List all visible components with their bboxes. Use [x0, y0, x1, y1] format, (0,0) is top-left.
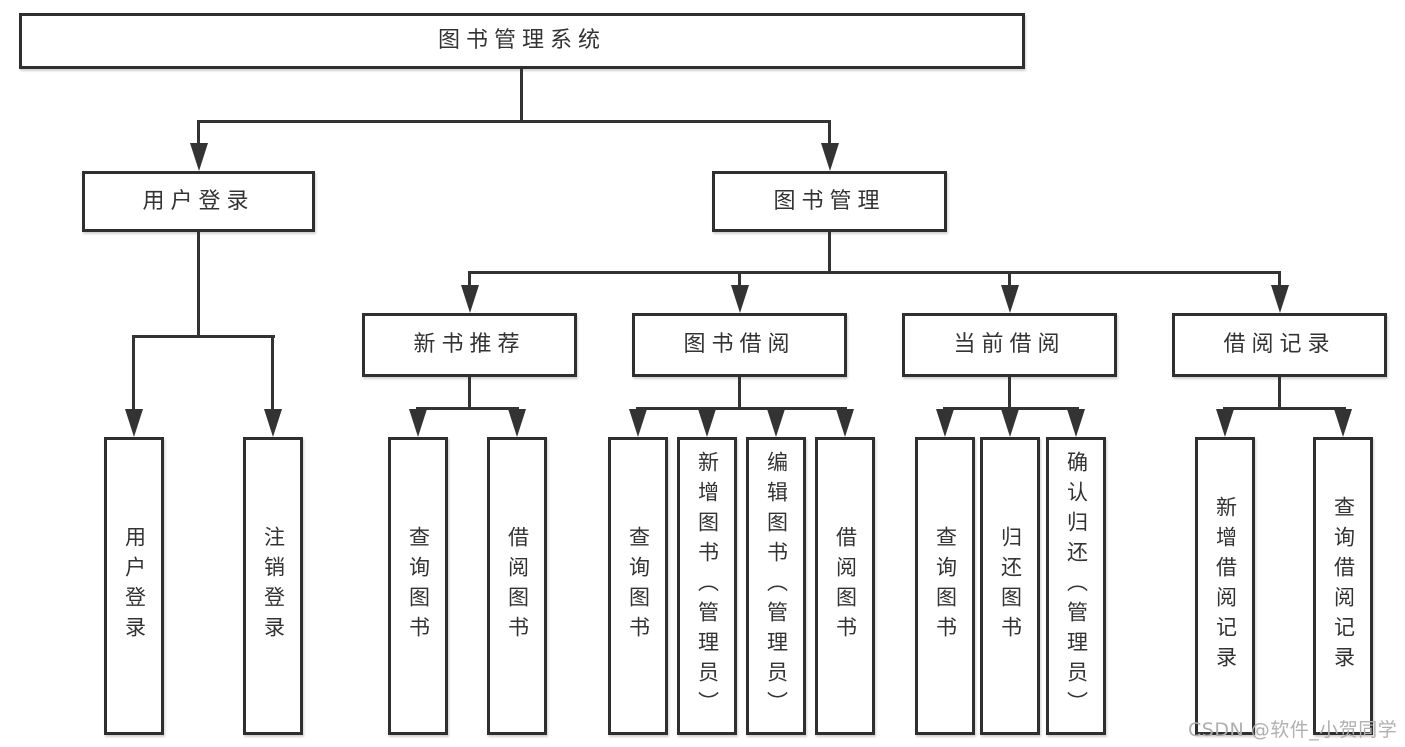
node-borrowing-borrow-books: 借阅图书 — [815, 437, 875, 735]
node-user-login-label: 用户登录 — [142, 188, 255, 214]
node-book-borrowing: 图书借阅 — [632, 313, 847, 377]
arrow-down-icon — [264, 409, 282, 437]
node-borrowing-records: 借阅记录 — [1172, 313, 1387, 377]
node-recommend-borrow-books: 借阅图书 — [487, 437, 547, 735]
arrow-down-icon — [629, 409, 647, 437]
leaf-label: 注销登录 — [261, 526, 286, 646]
arrow-down-icon — [1067, 409, 1085, 437]
node-records-add-record: 新增借阅记录 — [1195, 437, 1255, 735]
connector-line — [468, 377, 471, 407]
connector-line — [468, 271, 471, 287]
connector-line — [828, 120, 831, 145]
arrow-down-icon — [190, 143, 208, 171]
connector-line — [636, 407, 847, 410]
node-current-query-books: 查询图书 — [915, 437, 975, 735]
arrow-down-icon — [821, 143, 839, 171]
connector-line — [828, 232, 831, 271]
node-logout-action: 注销登录 — [243, 437, 303, 735]
node-borrowing-records-label: 借阅记录 — [1223, 332, 1336, 357]
connector-line — [197, 120, 831, 123]
leaf-label: 编辑图书（管理员） — [764, 451, 789, 721]
arrow-down-icon — [409, 409, 427, 437]
leaf-label: 查询图书 — [406, 526, 431, 646]
arrow-down-icon — [1334, 409, 1352, 437]
connector-line — [132, 335, 275, 338]
arrow-down-icon — [125, 409, 143, 437]
leaf-label: 确认归还（管理员） — [1064, 451, 1089, 721]
csdn-watermark: CSDN @软件_小贺同学 — [1188, 719, 1398, 741]
leaf-label: 查询图书 — [933, 526, 958, 646]
connector-line — [1008, 271, 1011, 287]
arrow-down-icon — [767, 409, 785, 437]
leaf-label: 新增借阅记录 — [1213, 496, 1238, 676]
arrow-down-icon — [731, 285, 749, 313]
leaf-label: 用户登录 — [122, 526, 147, 646]
arrow-down-icon — [1001, 285, 1019, 313]
arrow-down-icon — [936, 409, 954, 437]
connector-line — [132, 335, 135, 411]
connector-line — [416, 407, 519, 410]
node-borrowing-query-books: 查询图书 — [608, 437, 668, 735]
connector-line — [1278, 377, 1281, 407]
node-root-label: 图书管理系统 — [437, 28, 606, 53]
arrow-down-icon — [836, 409, 854, 437]
connector-line — [197, 120, 200, 145]
node-borrowing-add-books-admin: 新增图书（管理员） — [677, 437, 737, 735]
arrow-down-icon — [461, 285, 479, 313]
arrow-down-icon — [508, 409, 526, 437]
node-records-query-record: 查询借阅记录 — [1313, 437, 1373, 735]
leaf-label: 查询借阅记录 — [1331, 496, 1356, 676]
node-current-borrowing: 当前借阅 — [902, 313, 1117, 377]
node-book-management: 图书管理 — [712, 171, 947, 232]
arrow-down-icon — [1001, 409, 1019, 437]
node-user-login: 用户登录 — [82, 171, 315, 232]
node-current-confirm-return-admin: 确认归还（管理员） — [1046, 437, 1106, 735]
leaf-label: 查询图书 — [626, 526, 651, 646]
leaf-label: 借阅图书 — [833, 526, 858, 646]
node-new-book-recommend: 新书推荐 — [362, 313, 577, 377]
node-root: 图书管理系统 — [19, 13, 1025, 69]
connector-line — [520, 69, 523, 120]
connector-line — [943, 407, 1079, 410]
connector-line — [271, 335, 274, 411]
leaf-label: 新增图书（管理员） — [695, 451, 720, 721]
arrow-down-icon — [698, 409, 716, 437]
connector-line — [1223, 407, 1346, 410]
connector-line — [738, 271, 741, 287]
connector-line — [738, 377, 741, 407]
connector-line — [468, 271, 1281, 274]
leaf-label: 借阅图书 — [505, 526, 530, 646]
connector-line — [197, 232, 200, 335]
leaf-label: 归还图书 — [998, 526, 1023, 646]
node-book-management-label: 图书管理 — [773, 188, 886, 214]
node-current-borrowing-label: 当前借阅 — [953, 332, 1066, 357]
node-user-login-action: 用户登录 — [104, 437, 164, 735]
node-new-book-recommend-label: 新书推荐 — [413, 332, 526, 357]
connector-line — [1008, 377, 1011, 407]
node-recommend-query-books: 查询图书 — [388, 437, 448, 735]
arrow-down-icon — [1216, 409, 1234, 437]
arrow-down-icon — [1271, 285, 1289, 313]
node-borrowing-edit-books-admin: 编辑图书（管理员） — [746, 437, 806, 735]
node-book-borrowing-label: 图书借阅 — [683, 332, 796, 357]
node-current-return-books: 归还图书 — [980, 437, 1040, 735]
connector-line — [1278, 271, 1281, 287]
